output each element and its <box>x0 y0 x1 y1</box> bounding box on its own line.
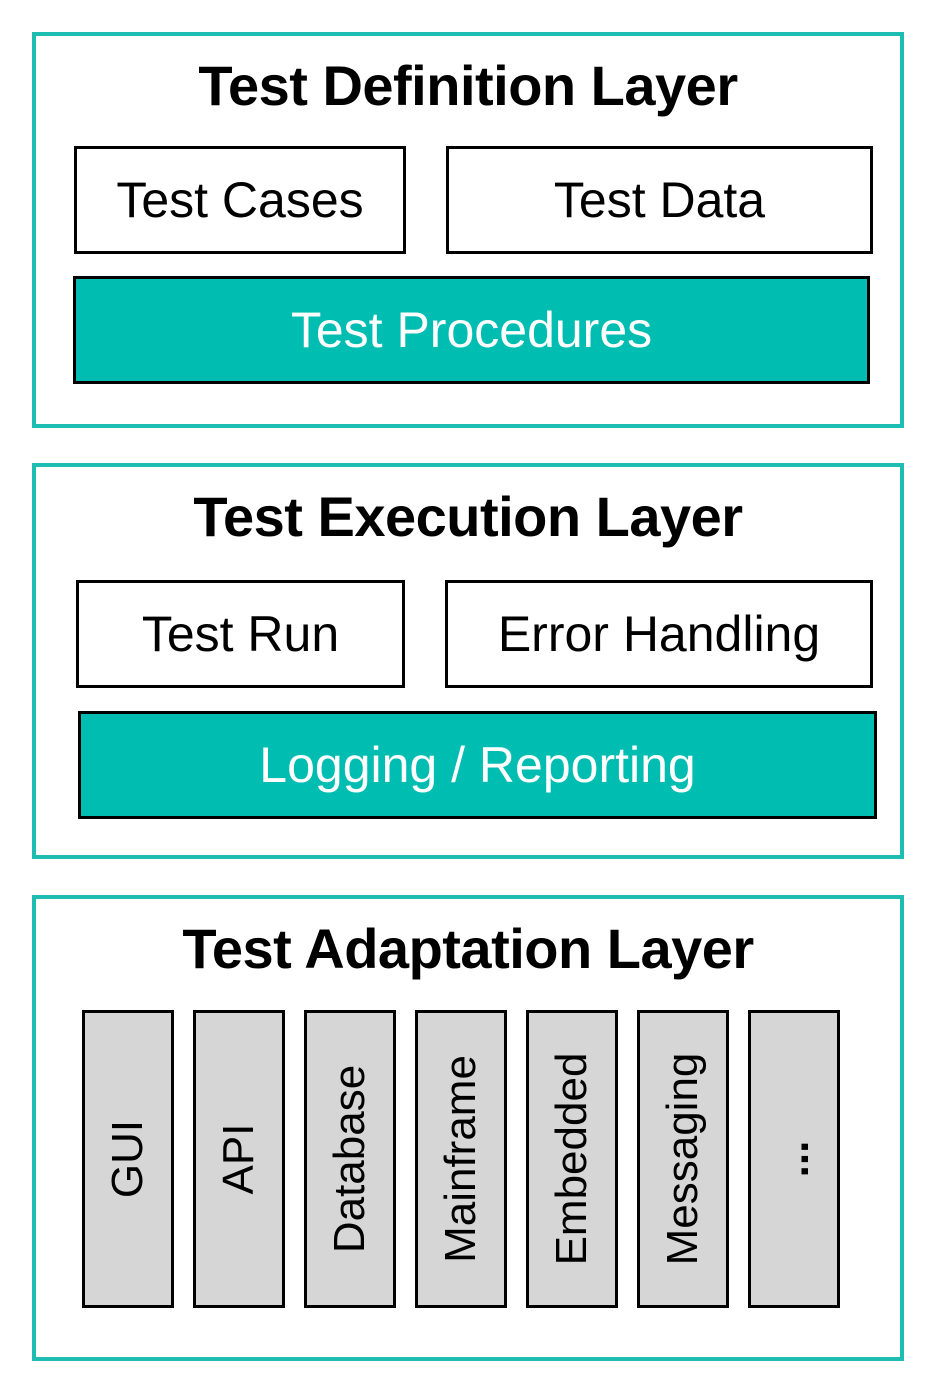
test-cases-box: Test Cases <box>74 146 406 254</box>
adapter-mainframe-label: Mainframe <box>436 1055 485 1263</box>
adapter-database-label: Database <box>325 1064 374 1254</box>
adapter-messaging-label: Messaging <box>658 1052 707 1266</box>
adapter-gui: GUI <box>82 1010 174 1308</box>
adapter-embedded-label: Embedded <box>547 1052 596 1266</box>
error-handling-box: Error Handling <box>445 580 873 688</box>
adapter-messaging: Messaging <box>637 1010 729 1308</box>
adapter-gui-label: GUI <box>103 1119 152 1199</box>
test-data-box: Test Data <box>446 146 873 254</box>
logging-reporting-box: Logging / Reporting <box>78 711 877 819</box>
adapter-api: API <box>193 1010 285 1308</box>
test-procedures-box: Test Procedures <box>73 276 870 384</box>
adapter-database: Database <box>304 1010 396 1308</box>
test-execution-layer-title: Test Execution Layer <box>193 485 743 548</box>
adapter-more-label: ... <box>769 1140 818 1178</box>
test-run-box: Test Run <box>76 580 405 688</box>
adapter-embedded: Embedded <box>526 1010 618 1308</box>
adapter-more: ... <box>748 1010 840 1308</box>
test-definition-layer-title: Test Definition Layer <box>198 54 738 117</box>
adapter-mainframe: Mainframe <box>415 1010 507 1308</box>
adapter-api-label: API <box>214 1123 263 1195</box>
test-adaptation-layer-title: Test Adaptation Layer <box>182 917 754 980</box>
